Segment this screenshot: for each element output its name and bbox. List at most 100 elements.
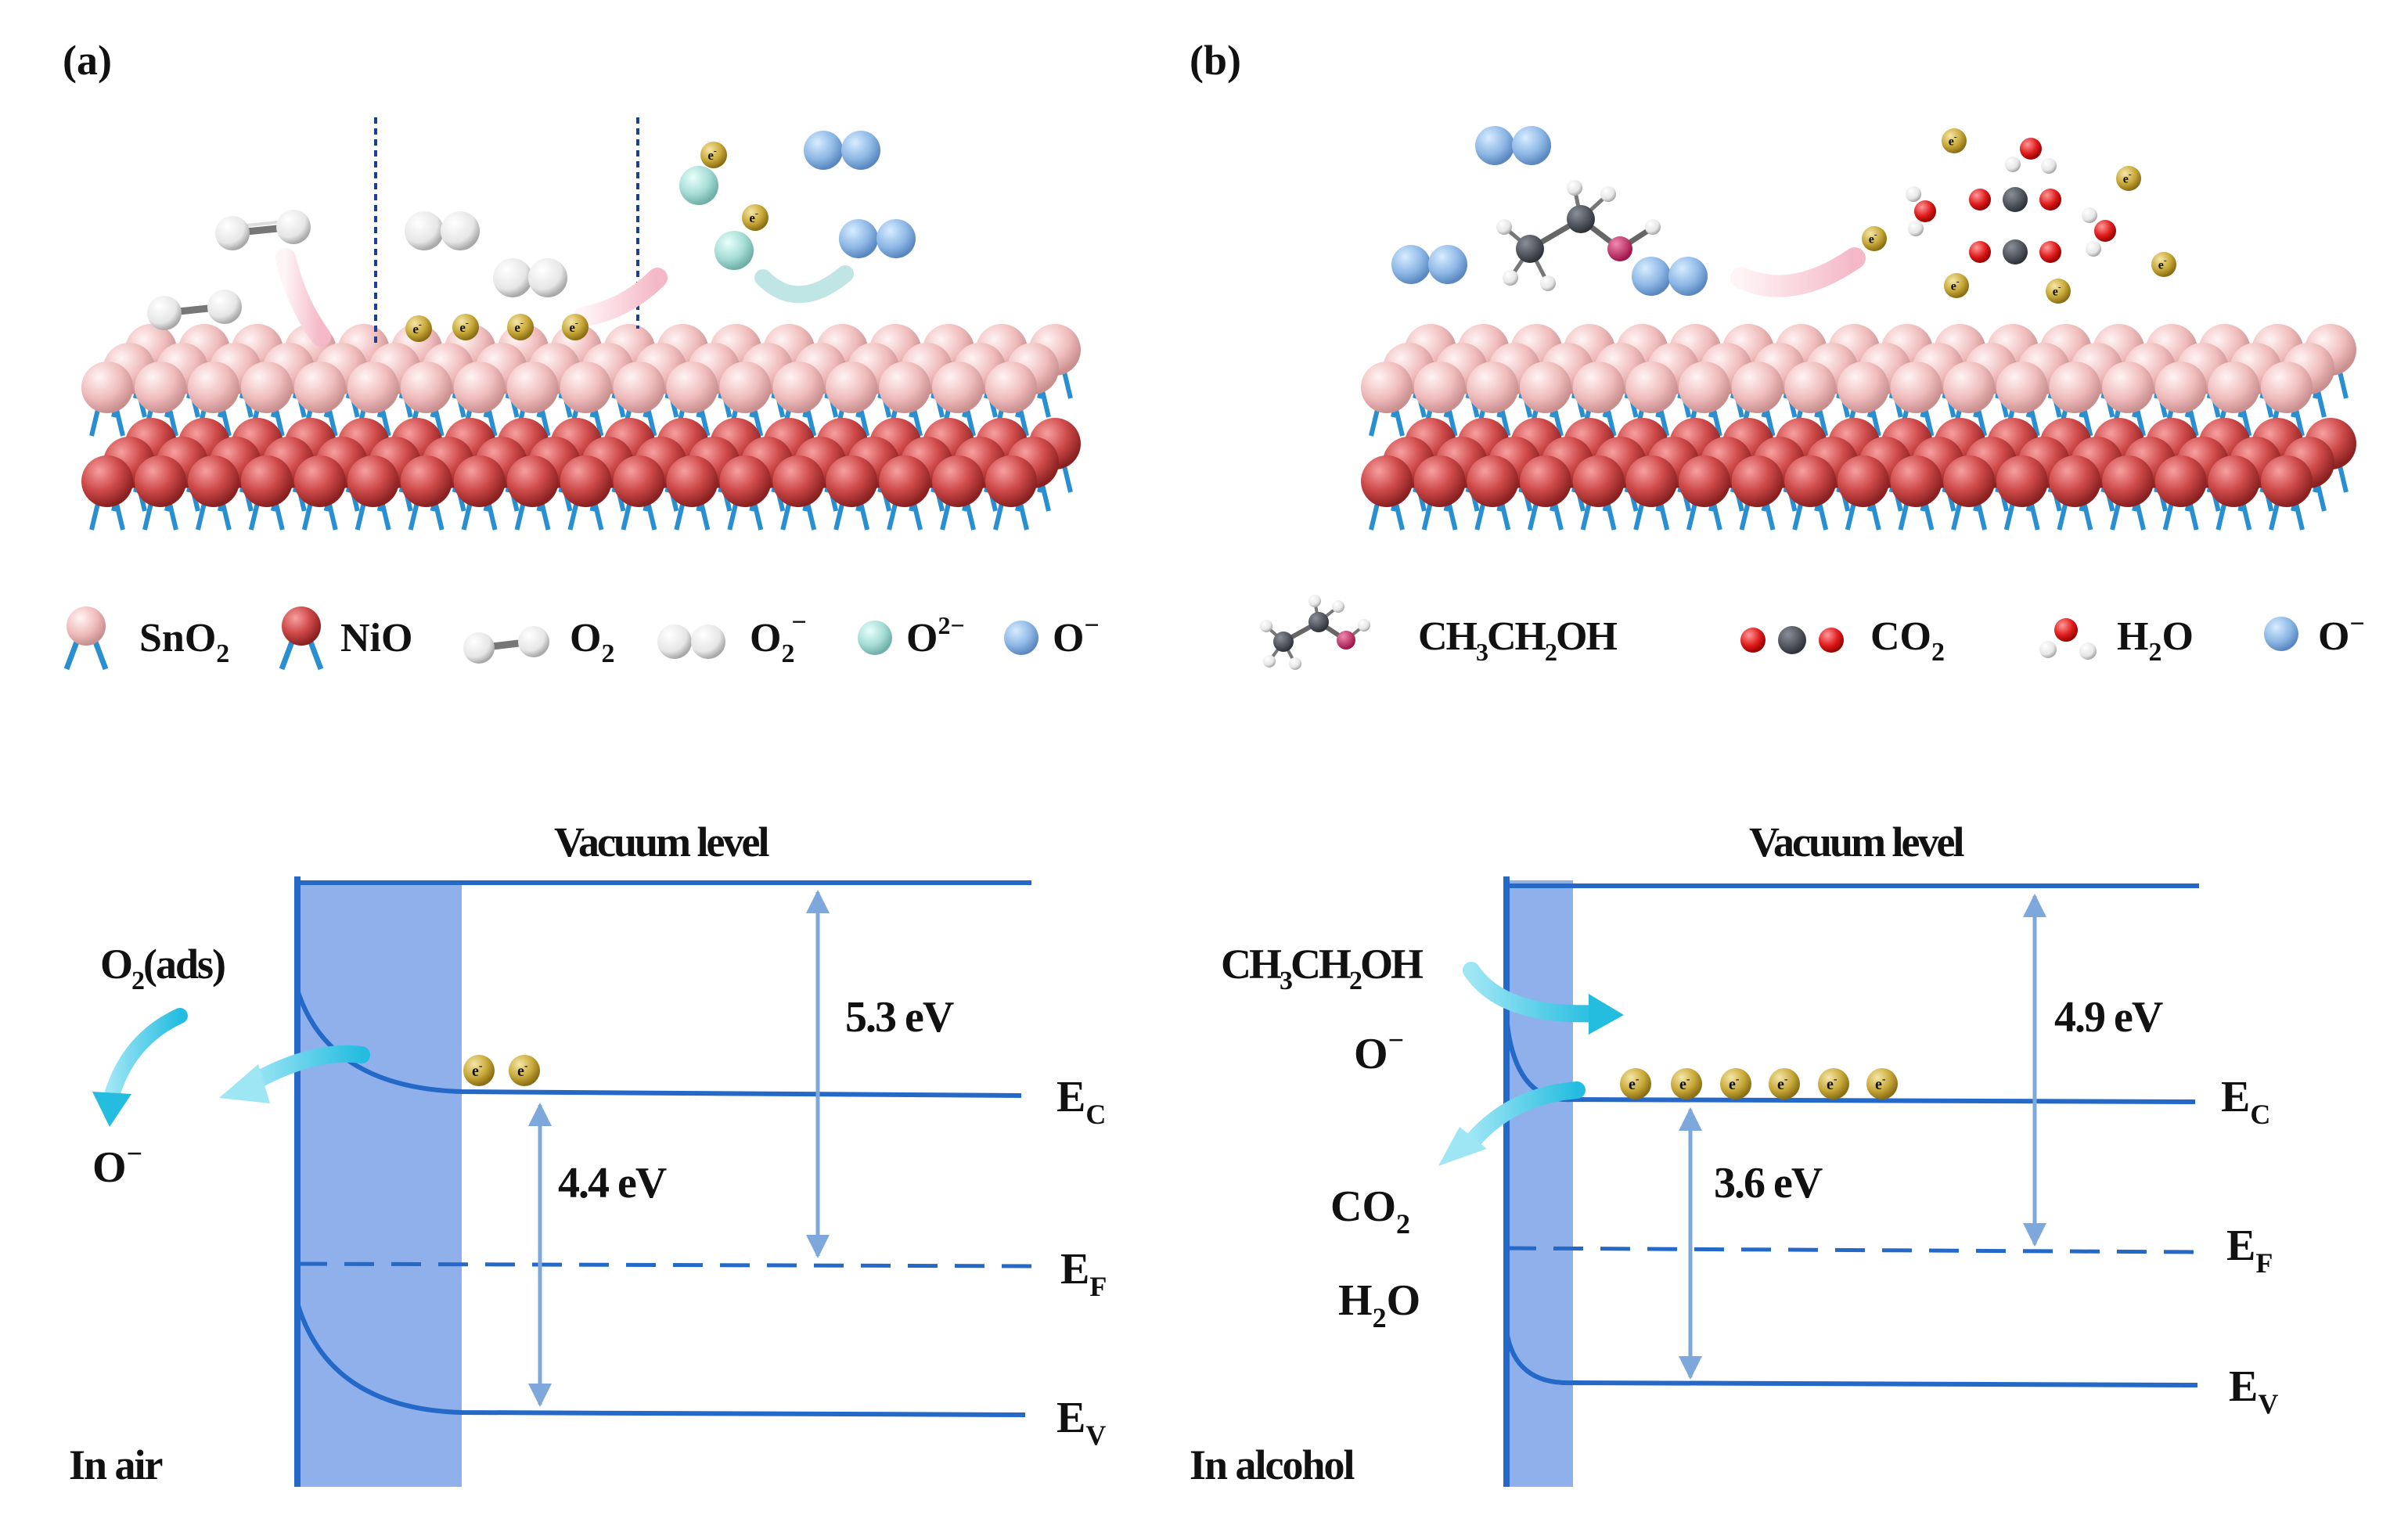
band-diagram-b: Vacuum level 4.9 eV 3.6 eV EC EF EV CH3C… [1190, 819, 2278, 1488]
electron: e- [1818, 1068, 1849, 1099]
o-minus-label-a: O− [92, 1138, 142, 1192]
svg-text:e-: e- [1951, 277, 1960, 293]
nio-atom [506, 455, 559, 507]
sno2-atom [1890, 362, 1942, 413]
nio-atom [2102, 455, 2154, 507]
sno2-atom [293, 362, 346, 413]
legend-o-minus-icon [1004, 621, 1038, 655]
nio-atom [932, 455, 984, 507]
legend-sno2-icon [63, 606, 109, 671]
depletion-region-b [1506, 880, 1573, 1487]
electron: e- [742, 204, 768, 231]
svg-text:CO2: CO2 [1870, 614, 1945, 667]
vacuum-level-label-a: Vacuum level [554, 819, 769, 865]
nio-atom [1890, 455, 1942, 507]
nio-atom [1519, 455, 1571, 507]
nio-atom [2049, 455, 2101, 507]
cyan-arrow-ethanol-in [1463, 962, 1605, 1023]
o2dm-ions [679, 166, 754, 270]
nio-atom [453, 455, 506, 507]
sno2-atom [772, 362, 825, 413]
nio-atom [1361, 455, 1413, 507]
nio-atom [187, 455, 239, 507]
nio-atom [666, 455, 718, 507]
electron: e- [509, 1055, 540, 1086]
sno2-nio-slab-a [81, 324, 1081, 531]
cyan-arrow-electron-out [242, 1045, 370, 1092]
nio-atom [81, 455, 133, 507]
nio-atom [772, 455, 825, 507]
sno2-atom [1943, 362, 1996, 413]
legend-h2o-icon [2039, 618, 2097, 660]
band-electrons-a: e-e- [463, 1055, 540, 1086]
electron: e- [562, 314, 589, 340]
sno2-atom [347, 362, 399, 413]
sno2-atom [453, 362, 506, 413]
h2o-label-b: H2O [1338, 1276, 1420, 1333]
condition-label-a: In air [69, 1441, 163, 1488]
condition-label-b: In alcohol [1190, 1441, 1355, 1488]
nio-atom [2261, 455, 2313, 507]
electron: e- [463, 1055, 495, 1086]
sno2-atom [1467, 362, 1519, 413]
nio-atom [240, 455, 293, 507]
sno2-atom [1413, 362, 1466, 413]
sno2-atom [826, 362, 878, 413]
nio-atom [2208, 455, 2260, 507]
nio-atom [1467, 455, 1519, 507]
legend-co2-icon [1740, 626, 1844, 654]
vacuum-level-label-b: Vacuum level [1749, 819, 1964, 865]
sno2-atom [187, 362, 239, 413]
legend-b: CH3CH2OH CO2 H2O O− [1260, 595, 2365, 670]
electron: e- [1671, 1068, 1702, 1099]
svg-text:e-: e- [1869, 230, 1877, 246]
sno2-atom [2261, 362, 2313, 413]
o-minus-pair-a1 [804, 131, 880, 170]
nio-atom [1784, 455, 1837, 507]
ethanol-molecule-top [1496, 180, 1661, 291]
svg-text:H2O: H2O [2117, 614, 2194, 667]
svg-text:e-: e- [2123, 170, 2132, 185]
svg-text:e-: e- [514, 317, 524, 335]
electron: e- [1944, 273, 1969, 298]
sno2-atom [1784, 362, 1837, 413]
sno2-atom [719, 362, 772, 413]
o-minus-label-b: O− [1354, 1024, 1404, 1078]
svg-text:e-: e- [459, 317, 469, 335]
sno2-atom [81, 362, 133, 413]
legend-nio-icon [279, 606, 324, 671]
h2o-molecule-2 [1906, 186, 1936, 236]
nio-atom [1837, 455, 1889, 507]
electron: e- [2116, 166, 2141, 191]
depletion-region-a [297, 880, 462, 1487]
sno2-atom [613, 362, 665, 413]
svg-text:e-: e- [569, 317, 578, 335]
svg-text:CH3CH2OH: CH3CH2OH [1418, 614, 1617, 666]
sno2-atom [1837, 362, 1889, 413]
legend-ethanol-icon [1260, 595, 1370, 670]
co2-molecule-2 [1969, 239, 2061, 264]
nio-atom [1678, 455, 1730, 507]
sno2-atom [2154, 362, 2207, 413]
electron: e- [405, 315, 432, 342]
svg-text:O−: O− [1053, 611, 1100, 660]
sno2-atom [1625, 362, 1678, 413]
sno2-atom [666, 362, 718, 413]
teal-arrow-conversion [754, 265, 854, 304]
cyan-arrow-adsorb [102, 1008, 188, 1111]
svg-text:e-: e- [2158, 256, 2167, 272]
svg-text:e-: e- [412, 318, 422, 336]
surface-electrons-a: e-e-e-e-e-e- [405, 142, 768, 342]
svg-text:e-: e- [1949, 132, 1957, 148]
nio-atom [560, 455, 612, 507]
pink-arrow-ionization [573, 268, 668, 327]
sno2-atom [1519, 362, 1571, 413]
electron: e- [507, 314, 534, 340]
sno2-atom [1996, 362, 2048, 413]
svg-text:O2−: O2− [750, 608, 807, 668]
legend-o-minus-icon-b [2264, 617, 2298, 651]
o2-minus-pair-2 [493, 258, 567, 297]
sno2-atom [134, 362, 186, 413]
electron: e- [700, 142, 727, 168]
pink-arrow-adsorption [275, 248, 331, 347]
